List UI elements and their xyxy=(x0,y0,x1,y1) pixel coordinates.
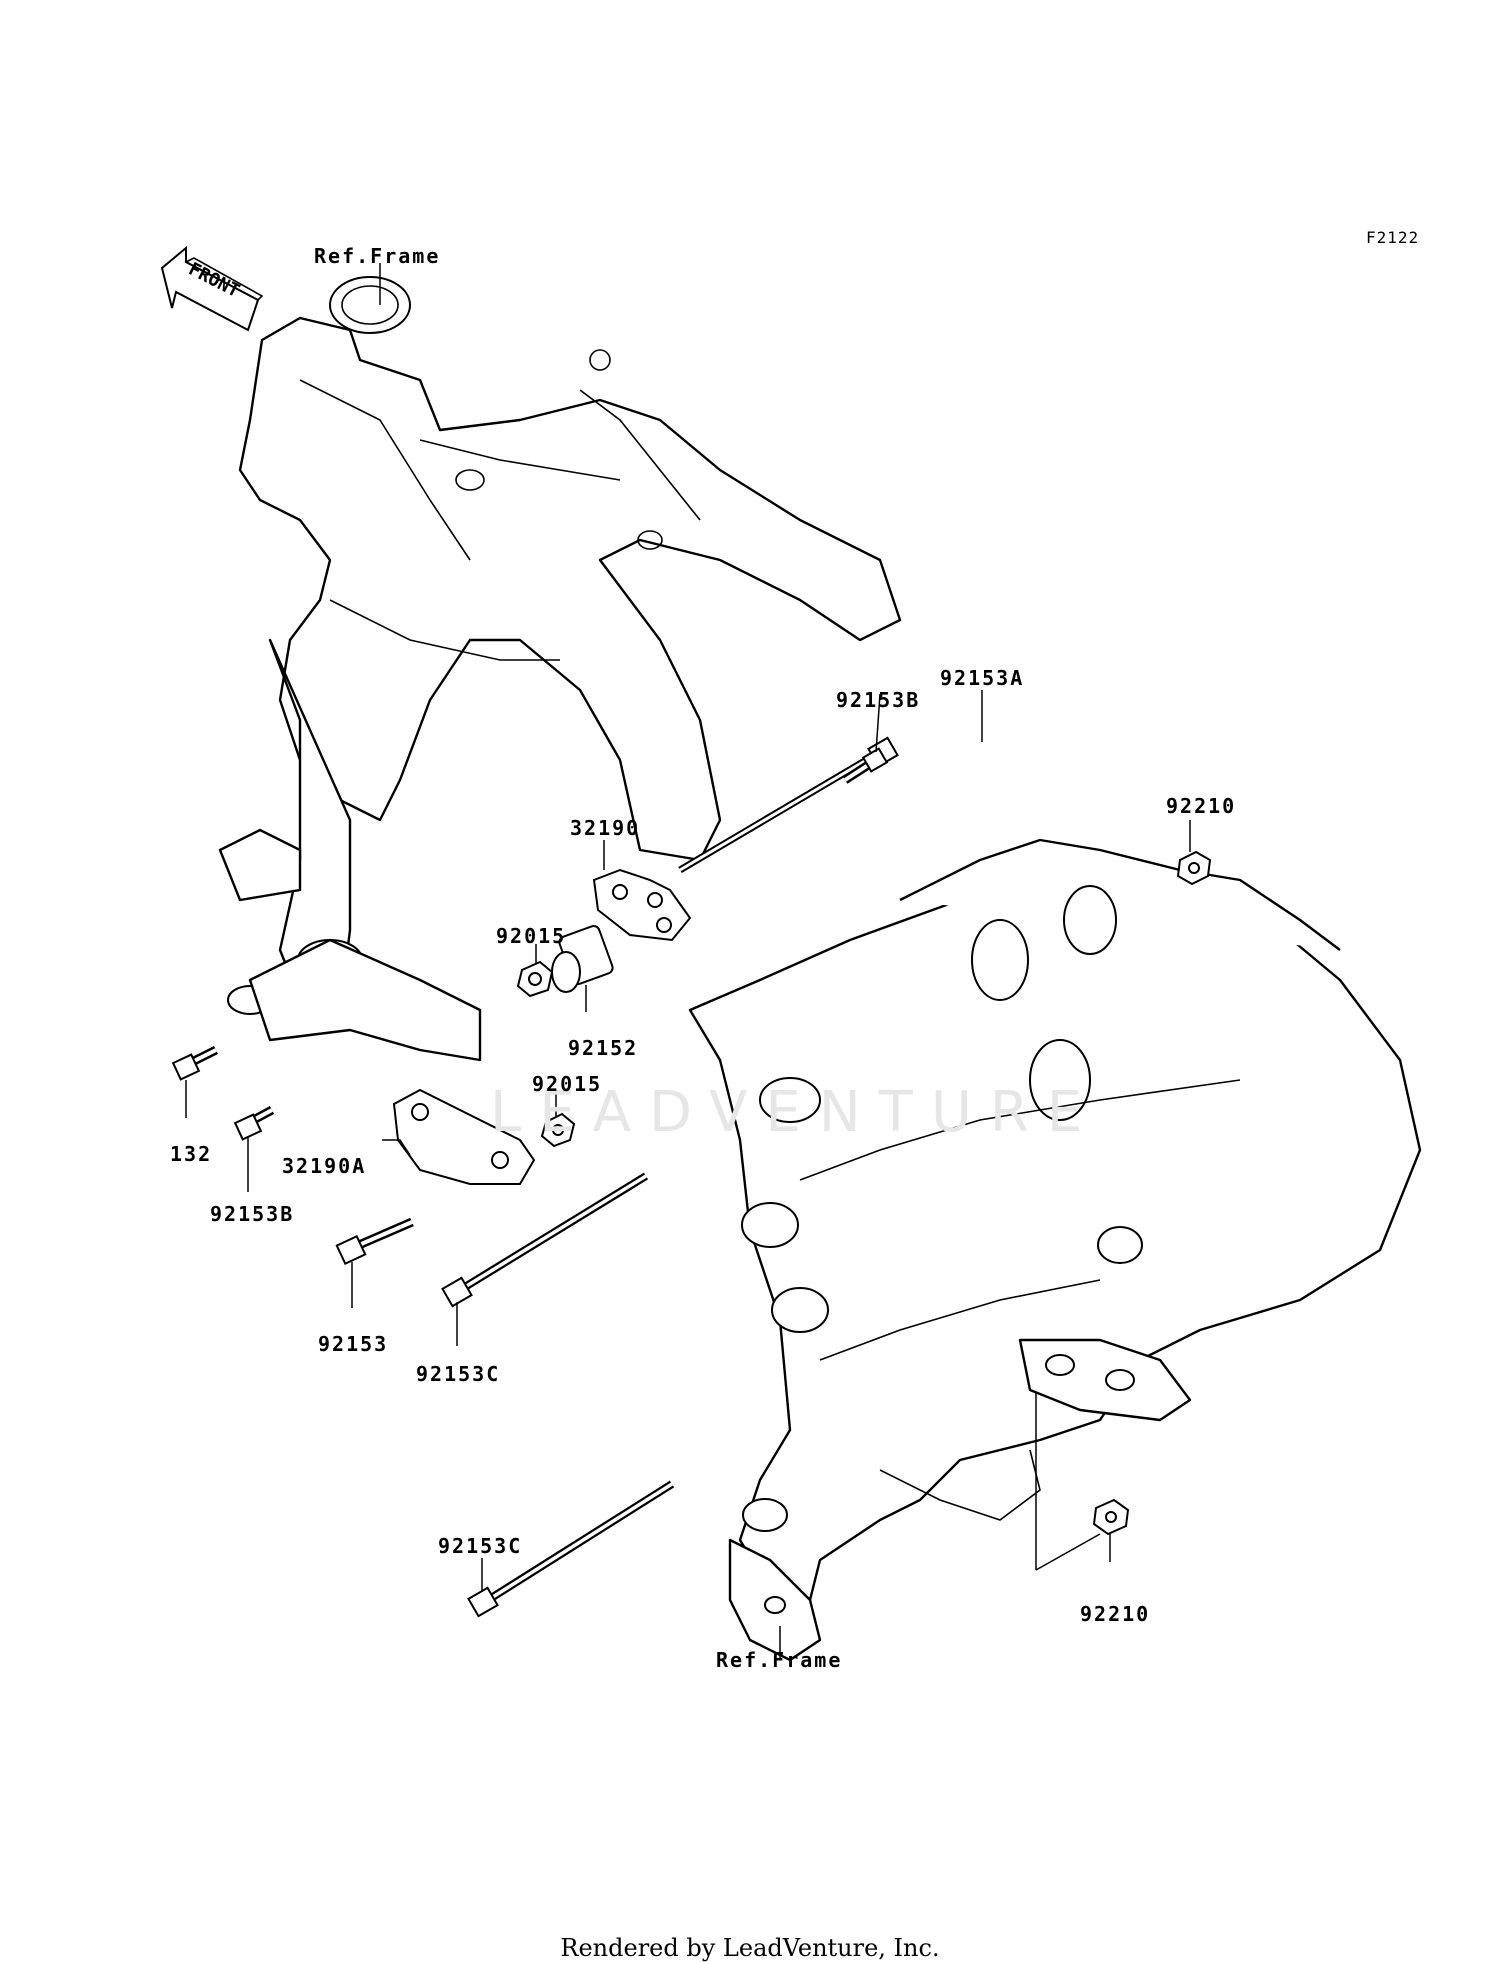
label-92153C-bottom: 92153C xyxy=(438,1534,523,1558)
label-92153C-mid: 92153C xyxy=(416,1362,501,1386)
front-arrow-icon: FRONT xyxy=(160,245,264,332)
label-32190: 32190 xyxy=(570,816,641,840)
label-92153: 92153 xyxy=(318,1332,389,1356)
label-92210-top: 92210 xyxy=(1166,794,1237,818)
label-ref-frame-bottom: Ref.Frame xyxy=(716,1648,843,1672)
label-32190A: 32190A xyxy=(282,1154,367,1178)
label-92152: 92152 xyxy=(568,1036,639,1060)
bolt-92153B-upper xyxy=(842,747,889,784)
drawing-code: F2122 xyxy=(1366,228,1420,247)
label-132: 132 xyxy=(170,1142,213,1166)
label-ref-frame-top: Ref.Frame xyxy=(314,244,441,268)
nut-92210-lower xyxy=(1092,1498,1130,1536)
footer-credit: Rendered by LeadVenture, Inc. xyxy=(560,1934,940,1962)
bolt-132 xyxy=(171,1045,219,1081)
nut-92210-upper xyxy=(1176,850,1212,886)
frame-upper xyxy=(218,276,902,1062)
nut-92015-upper xyxy=(516,960,554,998)
label-92153A: 92153A xyxy=(940,666,1025,690)
nut-92015-mid xyxy=(540,1112,576,1148)
bolt-92153C-mid xyxy=(441,1172,649,1308)
label-92153B-top: 92153B xyxy=(836,688,921,712)
bolt-92153B-left xyxy=(233,1106,275,1141)
frame-lower xyxy=(688,838,1422,1662)
label-92015-mid: 92015 xyxy=(532,1072,603,1096)
bolt-92153 xyxy=(335,1217,414,1266)
leader-lines xyxy=(185,263,1191,1660)
bracket-32190 xyxy=(592,868,692,942)
watermark: LEADVENTURE xyxy=(490,1080,1101,1145)
bracket-32190A xyxy=(392,1088,536,1185)
label-92210-bottom: 92210 xyxy=(1080,1602,1151,1626)
collar-92152 xyxy=(551,925,614,993)
label-92153B-left: 92153B xyxy=(210,1202,295,1226)
bolt-92153C-bottom xyxy=(467,1480,675,1618)
label-92015-top: 92015 xyxy=(496,924,567,948)
